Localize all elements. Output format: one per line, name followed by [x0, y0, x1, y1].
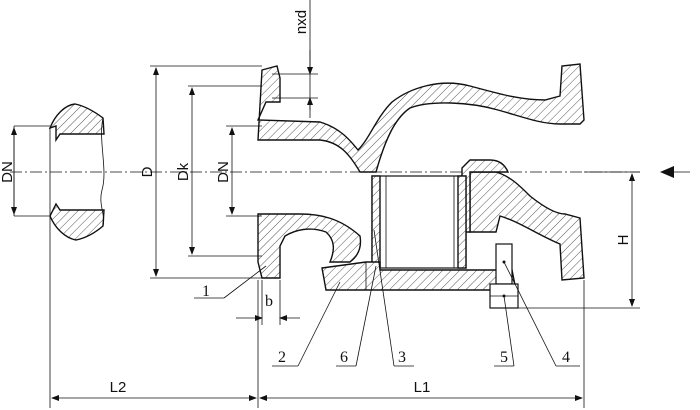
dim-label-b: b [265, 293, 273, 310]
callout-part-3: 3 [398, 349, 406, 366]
dim-label-h: H [615, 235, 632, 246]
dim-label-dn-left: DN [0, 161, 16, 183]
bottom-cover [321, 261, 517, 291]
flow-direction-arrow [660, 166, 674, 178]
seat-insert [371, 175, 467, 269]
dim-label-d: D [139, 166, 156, 177]
callout-part-6: 6 [340, 349, 348, 366]
callout-part-2: 2 [278, 349, 286, 366]
leader-lines [194, 229, 580, 367]
callout-part-5: 5 [500, 349, 508, 366]
callout-part-1: 1 [202, 283, 210, 300]
pipe-end-detail [48, 103, 105, 241]
dim-label-dk: Dk [175, 162, 192, 181]
dim-label-dn: DN [215, 161, 232, 183]
callout-part-4: 4 [562, 349, 570, 366]
dimension-lines [11, 0, 690, 408]
valve-body [256, 63, 585, 281]
dim-label-nxd: nxd [293, 10, 310, 34]
dim-label-l2: L2 [110, 379, 127, 396]
dim-label-l1: L1 [414, 379, 431, 396]
